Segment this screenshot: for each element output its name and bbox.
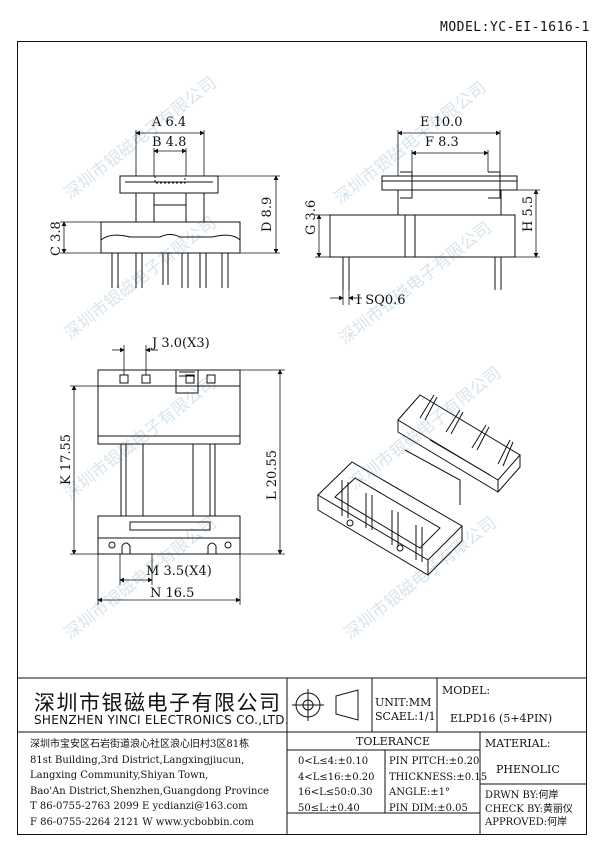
watermark-text: 深圳市银磁电子有限公司 <box>341 513 501 644</box>
side-view-dims <box>315 130 540 305</box>
dim-k: K 17.55 <box>59 434 74 485</box>
address-line: Langxing Community,Shiyan Town, <box>30 770 209 781</box>
dim-g: G 3.6 <box>304 200 319 235</box>
watermark-text: 深圳市银磁电子有限公司 <box>346 363 506 494</box>
watermark-text: 深圳市银磁电子有限公司 <box>61 213 221 344</box>
title-block-grid <box>17 677 587 835</box>
approved-by: APPROVED:何岸 <box>485 817 568 828</box>
tolerance-row: PIN PITCH:±0.20 <box>389 756 480 767</box>
front-view-dims <box>60 130 280 254</box>
model-value: ELPD16 (5+4PIN) <box>450 712 553 725</box>
tolerance-row: 0<L≤4:±0.10 <box>298 756 369 767</box>
dim-n: N 16.5 <box>150 586 194 601</box>
dim-m: M 3.5(X4) <box>146 564 212 579</box>
tolerance-row: ANGLE:±1° <box>389 787 451 798</box>
signoff-block: DRWN BY:何岸 CHECK BY:黄丽仪 APPROVED:何岸 <box>485 789 573 830</box>
top-view <box>97 369 241 555</box>
watermark-text: 深圳市银磁电子有限公司 <box>61 73 221 204</box>
company-address-block: 深圳市宝安区石岩街道浪心社区浪心旧村3区81栋 81st Building,3r… <box>30 738 269 829</box>
dim-a: A 6.4 <box>151 115 186 130</box>
scale-label: SCAEL:1/1 <box>375 710 436 723</box>
dim-d: D 8.9 <box>260 197 275 232</box>
company-name-cn: 深圳市银磁电子有限公司 <box>34 691 282 715</box>
tolerance-row: 4<L≤16:±0.20 <box>298 771 375 783</box>
dim-j: J 3.0(X3) <box>150 336 210 351</box>
tolerance-row: 16<L≤50:0.30 <box>298 787 373 798</box>
tolerance-row: THICKNESS:±0.15 <box>389 771 488 783</box>
watermark-layer: 深圳市银磁电子有限公司 深圳市银磁电子有限公司 深圳市银磁电子有限公司 深圳市银… <box>61 73 506 644</box>
unit-label: UNIT:MM <box>375 696 432 709</box>
front-view <box>100 175 241 288</box>
side-view <box>329 171 518 290</box>
checked-by: CHECK BY:黄丽仪 <box>485 803 573 815</box>
company-name-en: SHENZHEN YINCI ELECTRONICS CO.,LTD. <box>34 713 289 727</box>
material-label: MATERIAL: <box>485 737 551 750</box>
dim-h: H 5.5 <box>521 196 536 232</box>
watermark-text: 深圳市银磁电子有限公司 <box>336 218 496 349</box>
drawing-frame <box>17 41 587 835</box>
dim-l: L 20.55 <box>265 450 280 500</box>
top-view-dims <box>70 345 285 605</box>
dim-i: I SQ0.6 <box>356 293 406 308</box>
dim-c: C 3.8 <box>49 221 64 256</box>
model-label: MODEL: <box>442 684 491 697</box>
tolerance-length-list: 0<L≤4:±0.10 4<L≤16:±0.20 16<L≤50:0.30 50… <box>298 755 375 815</box>
material-value: PHENOLIC <box>496 763 560 776</box>
tolerance-title: TOLERANCE <box>356 735 430 748</box>
tolerance-row: PIN DIM:±0.05 <box>389 802 468 814</box>
address-line: Bao'An District,Shenzhen,Guangdong Provi… <box>30 785 269 797</box>
watermark-text: 深圳市银磁电子有限公司 <box>331 78 491 209</box>
dim-b: B 4.8 <box>152 135 186 150</box>
contact-phone-email: T 86-0755-2763 2099 E ycdianzi@163.com <box>30 801 248 812</box>
isometric-view <box>317 394 521 576</box>
dim-f: F 8.3 <box>425 135 459 150</box>
contact-fax-web: F 86-0755-2264 2121 W www.ycbobbin.com <box>30 816 254 828</box>
address-line: 81st Building,3rd District,Langxingjiucu… <box>30 754 245 766</box>
address-line: 深圳市宝安区石岩街道浪心社区浪心旧村3区81栋 <box>30 739 250 750</box>
tolerance-other-list: PIN PITCH:±0.20 THICKNESS:±0.15 ANGLE:±1… <box>389 755 487 815</box>
projection-symbol-icon <box>292 689 359 721</box>
tolerance-row: 50≤L:±0.40 <box>298 802 360 814</box>
model-number: MODEL:YC-EI-1616-1 <box>440 20 590 35</box>
dim-e: E 10.0 <box>420 115 463 130</box>
drawn-by: DRWN BY:何岸 <box>485 790 559 801</box>
